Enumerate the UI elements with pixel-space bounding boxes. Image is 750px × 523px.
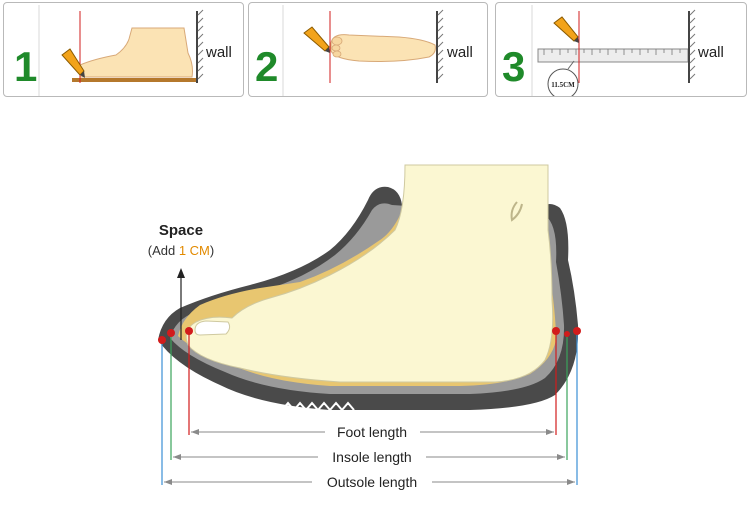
ruler-ticks — [543, 49, 681, 55]
ankle-bone — [510, 201, 523, 222]
space-arrow-head — [177, 268, 185, 278]
tread-pattern — [281, 401, 355, 412]
ruler — [537, 48, 689, 63]
foot — [185, 164, 554, 383]
step-1-illustration: 1 wall — [14, 5, 232, 96]
space-note: (Add 1 CM) — [148, 243, 214, 258]
step-2-illustration: 2 wall — [255, 5, 473, 96]
step-3-number: 3 — [502, 43, 525, 90]
insole-length-label: Insole length — [332, 449, 411, 465]
step-1-panel: 1 wall — [3, 2, 244, 97]
space-note-prefix: (Add — [148, 243, 179, 258]
pencil-icon — [303, 26, 330, 53]
callout-pointer — [567, 60, 575, 70]
outsole-length-label: Outsole length — [327, 474, 417, 490]
floor-board — [72, 78, 197, 82]
space-title: Space — [159, 222, 203, 239]
wall-label: wall — [697, 44, 724, 61]
arrowhead-right — [546, 429, 554, 435]
arrowhead-left — [173, 454, 181, 460]
arrowhead-right — [557, 454, 565, 460]
wall-hatch — [197, 9, 204, 80]
step-2-number: 2 — [255, 43, 278, 90]
step-2-panel: 2 wall — [248, 2, 488, 97]
wall-hatch — [689, 9, 696, 80]
step-3-panel: 3 11.5CM — [495, 2, 747, 97]
foot-length-label: Foot length — [337, 424, 407, 440]
foot-top-view — [330, 34, 436, 62]
toes — [331, 36, 343, 58]
space-note-suffix: ) — [210, 243, 214, 258]
shoe-measurement-diagram: Space (Add 1 CM) Foot length Insole leng… — [148, 164, 581, 490]
step-3-illustration: 3 11.5CM — [502, 5, 724, 96]
ruler-reading: 11.5CM — [551, 81, 575, 89]
magnifier-circle — [547, 68, 579, 96]
arrowhead-right — [567, 479, 575, 485]
pencil-icon — [61, 48, 85, 78]
pencil-icon — [553, 16, 579, 43]
wall-label: wall — [205, 44, 232, 61]
wall-label: wall — [446, 44, 473, 61]
toenail — [194, 320, 231, 336]
arrowhead-left — [164, 479, 172, 485]
space-note-amount: 1 CM — [179, 243, 210, 258]
step-1-number: 1 — [14, 43, 37, 90]
wall-hatch — [437, 9, 444, 80]
foot-side-view — [79, 27, 193, 78]
arrowhead-left — [191, 429, 199, 435]
measurement-markers — [158, 327, 581, 344]
